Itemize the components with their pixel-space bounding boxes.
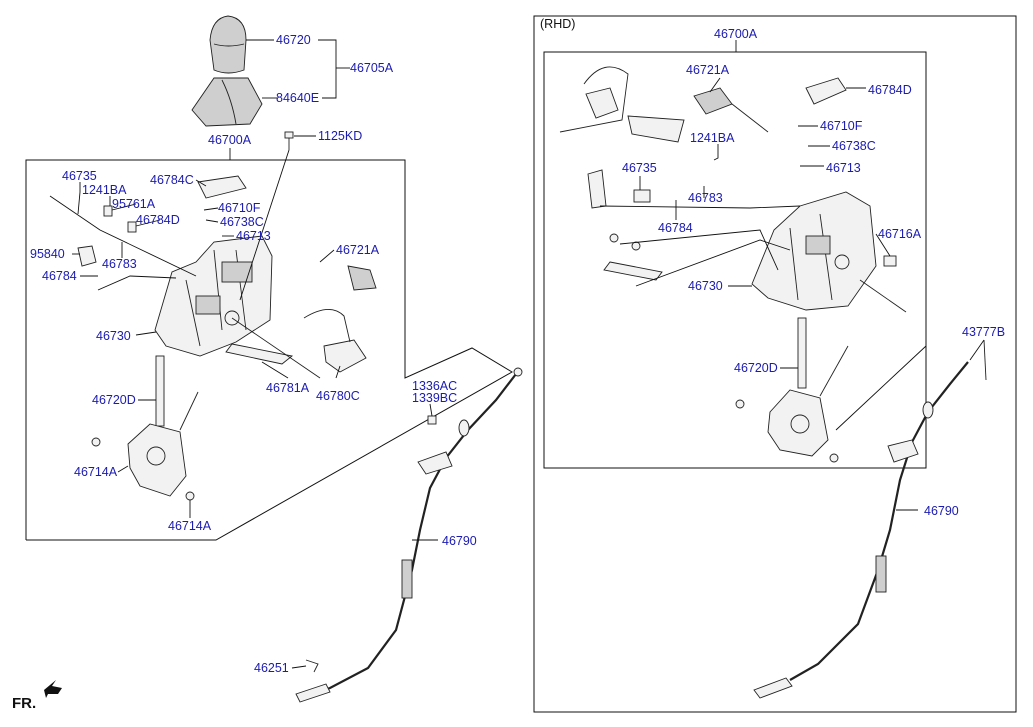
block-95840 [77,245,97,267]
cover-46784c [197,175,247,199]
label-46251: 46251 [254,661,289,675]
label-46700a-right: 46700A [714,27,758,41]
label-46700a-left: 46700A [208,133,252,147]
label-1339bc: 1339BC [412,391,457,405]
left-assembly-box [25,159,513,541]
clip-95761a [103,205,113,217]
plate-46781a [225,343,294,365]
label-46716a: 46716A [878,227,922,241]
label-46790-center: 46790 [442,534,477,548]
lever-46720d [91,355,199,501]
label-46784d-right: 46784D [868,83,912,97]
leader-lines-right [599,40,985,511]
label-46784-right: 46784 [658,221,693,235]
label-46781a: 46781A [266,381,310,395]
label-1241ba-left: 1241BA [82,183,127,197]
front-direction-arrow-icon [44,680,62,698]
switch-46780c [303,309,367,373]
shift-bracket-housing [154,235,273,357]
label-46713-right: 46713 [826,161,861,175]
label-46735-left: 46735 [62,169,97,183]
solenoid-46721a [347,265,377,291]
label-46720d-left: 46720D [92,393,136,407]
shift-knob [209,15,247,74]
rhd-lever-46720d [735,317,849,463]
rhd-switch [559,66,685,143]
label-1125kd: 1125KD [318,129,362,143]
shift-cable-46790-center [295,367,523,703]
rhd-clip-46735 [587,169,607,209]
label-46714a-2: 46714A [168,519,212,533]
label-46790-right: 46790 [924,504,959,518]
rhd-plate [603,261,663,281]
label-46720d-right: 46720D [734,361,778,375]
clip-46784d [127,221,137,233]
label-43777b: 43777B [962,325,1005,339]
label-46783-left: 46783 [102,257,137,271]
front-direction-label: FR. [12,695,36,712]
label-46783-right: 46783 [688,191,723,205]
label-46730-right: 46730 [688,279,723,293]
label-46730-left: 46730 [96,329,131,343]
rhd-block-46783 [633,189,651,203]
label-84640e: 84640E [276,91,319,105]
label-46784c: 46784C [150,173,194,187]
label-46738c-left: 46738C [220,215,264,229]
label-46721a-left: 46721A [336,243,380,257]
rhd-shift-cable-46790 [753,339,987,699]
label-46710f-left: 46710F [218,201,261,215]
rhd-outer-box [533,15,1017,713]
rhd-shift-bracket [751,191,907,313]
label-46735-right: 46735 [622,161,657,175]
label-46738c-right: 46738C [832,139,876,153]
rhd-inner-box [543,51,927,469]
label-46721a-right: 46721A [686,63,730,77]
label-46784d-left: 46784D [136,213,180,227]
rhd-solenoid-46721a [693,87,769,133]
rhd-section-tag: (RHD) [540,17,575,31]
label-46713-left: 46713 [236,229,271,243]
rhd-nut [609,233,641,251]
label-46780c: 46780C [316,389,360,403]
rhd-bolt-46716a [883,255,897,267]
label-46784-left: 46784 [42,269,77,283]
label-46705a: 46705A [350,61,394,75]
label-95761a: 95761A [112,197,156,211]
label-95840: 95840 [30,247,65,261]
label-1241ba-right: 1241BA [690,131,735,145]
label-46710f-right: 46710F [820,119,863,133]
shift-boot [191,77,263,127]
label-1336ac: 1336AC [412,379,457,393]
rhd-cover-46784d [805,77,847,105]
leader-lines-left [49,39,438,669]
label-46714a-1: 46714A [74,465,118,479]
label-46720: 46720 [276,33,311,47]
bolt-1125kd [284,131,294,150]
